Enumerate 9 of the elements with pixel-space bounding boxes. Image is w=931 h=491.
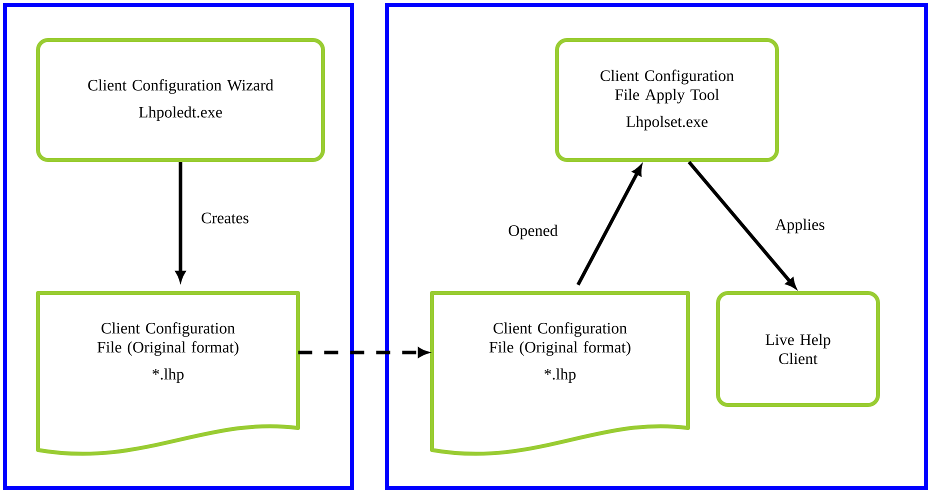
edge-label: Applies xyxy=(773,216,827,236)
panel-frame xyxy=(385,3,928,490)
edge-label: Opened xyxy=(506,222,560,242)
process-box: Live Help Client xyxy=(716,291,880,407)
arrow xyxy=(688,160,796,289)
panel-frame xyxy=(3,3,354,490)
process-box: Client Configuration Wizard Lhpoledt.exe xyxy=(36,38,325,162)
process-box: Client Configuration File Apply Tool Lhpolset.exe xyxy=(555,38,779,162)
edge-label: Creates xyxy=(199,210,251,226)
